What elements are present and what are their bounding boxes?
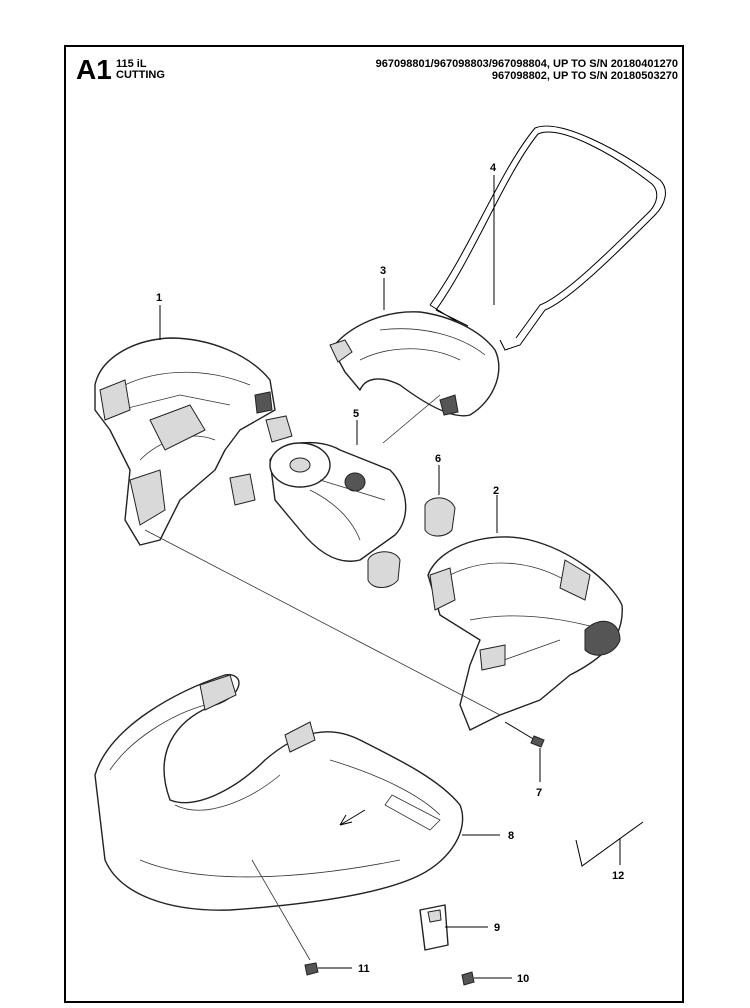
callout-7: 7 [536,787,542,799]
part-7-screw [504,721,545,748]
callout-10: 10 [517,973,529,985]
part-3-top-cover [329,311,500,417]
callout-5: 5 [353,408,359,420]
part-8-guard [94,674,464,911]
diagram-code: A1 [76,54,112,85]
part-11-screw [304,962,319,976]
part-5-motor [269,441,407,562]
callout-12: 12 [612,870,624,882]
part-9-clip [419,904,449,951]
callout-labels: 1 2 3 4 5 6 7 8 9 10 11 12 [156,162,624,985]
serial-range-line-1: 967098801/967098803/967098804, UP TO S/N… [375,58,678,70]
callout-1: 1 [156,292,162,304]
part-6-bushings [229,415,456,588]
section-title: CUTTING [116,69,165,81]
callout-8: 8 [508,830,514,842]
part-2-housing-right [427,536,623,731]
part-10-screw [461,971,475,986]
drawing-frame [64,45,684,1003]
model-name: 115 iL [116,58,147,70]
callout-11: 11 [358,963,370,975]
callout-2: 2 [493,485,499,497]
callout-6: 6 [435,453,441,465]
leader-lines [144,175,621,979]
serial-range-line-2: 967098802, UP TO S/N 20180503270 [491,70,678,82]
part-4-wire-bail [429,125,666,351]
part-1-housing-left [94,337,276,546]
callout-4: 4 [490,162,497,174]
callout-9: 9 [494,922,500,934]
callout-3: 3 [380,265,386,277]
part-12-hex-key [575,821,644,867]
